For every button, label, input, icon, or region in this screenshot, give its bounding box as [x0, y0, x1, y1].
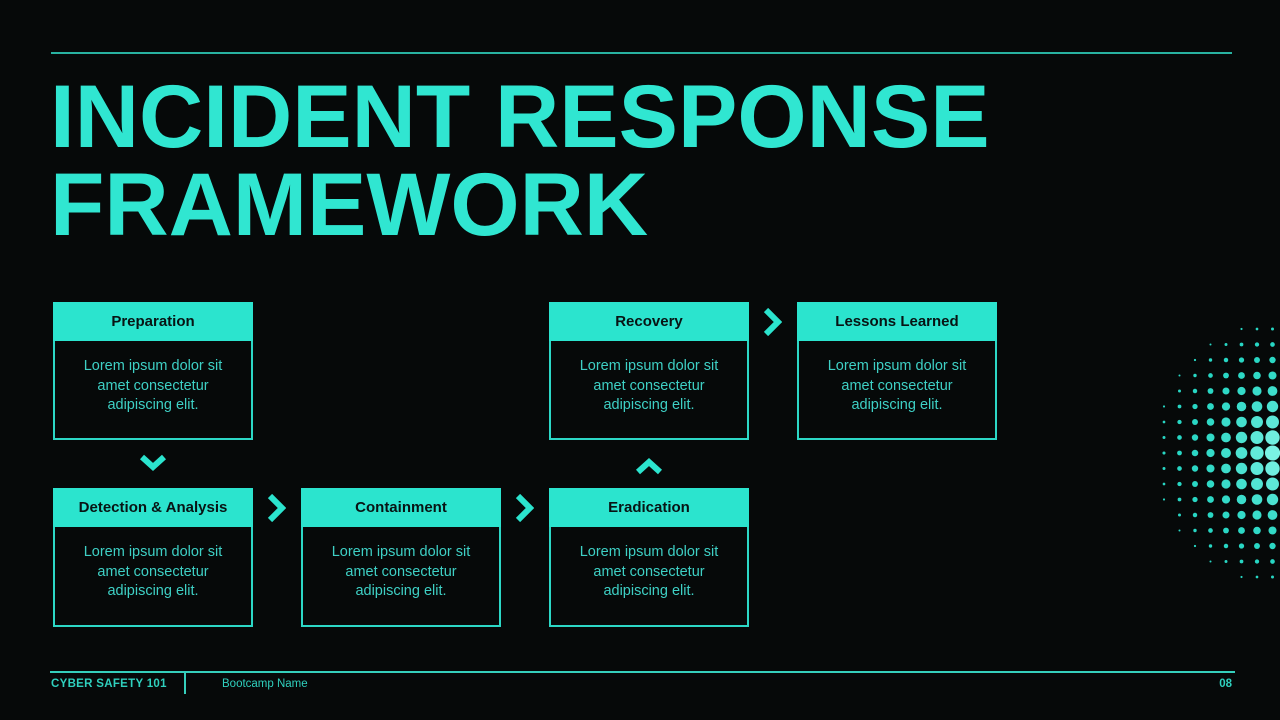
step-header: Lessons Learned [797, 302, 997, 341]
arrow-right-icon [515, 494, 534, 522]
step-label: Lessons Learned [835, 313, 959, 330]
arrow-up-icon [635, 457, 663, 475]
top-rule [51, 52, 1232, 54]
step-body-text: Lorem ipsum dolor sit amet consectetur a… [53, 527, 253, 627]
page-number: 08 [1219, 678, 1232, 690]
footer-program-label: Bootcamp Name [222, 678, 308, 690]
footer-divider [184, 671, 186, 694]
step-header: Recovery [549, 302, 749, 341]
step-preparation: Preparation Lorem ipsum dolor sit amet c… [53, 302, 253, 440]
step-header: Eradication [549, 488, 749, 527]
step-header: Preparation [53, 302, 253, 341]
footer-course-label: CYBER SAFETY 101 [51, 678, 167, 690]
step-header: Containment [301, 488, 501, 527]
arrow-right-icon [267, 494, 286, 522]
step-body-text: Lorem ipsum dolor sit amet consectetur a… [301, 527, 501, 627]
step-label: Recovery [615, 313, 683, 330]
arrow-down-icon [139, 454, 167, 472]
footer-rule [50, 671, 1235, 673]
step-body-text: Lorem ipsum dolor sit amet consectetur a… [53, 341, 253, 440]
step-body-text: Lorem ipsum dolor sit amet consectetur a… [797, 341, 997, 440]
arrow-right-icon [763, 308, 782, 336]
step-lessons-learned: Lessons Learned Lorem ipsum dolor sit am… [797, 302, 997, 440]
step-eradication: Eradication Lorem ipsum dolor sit amet c… [549, 488, 749, 627]
step-label: Containment [355, 499, 447, 516]
halftone-pattern [1162, 327, 1280, 579]
step-label: Eradication [608, 499, 690, 516]
step-recovery: Recovery Lorem ipsum dolor sit amet cons… [549, 302, 749, 440]
slide-title: INCIDENT RESPONSE FRAMEWORK [50, 66, 990, 254]
step-header: Detection & Analysis [53, 488, 253, 527]
step-label: Preparation [111, 313, 195, 330]
step-body-text: Lorem ipsum dolor sit amet consectetur a… [549, 527, 749, 627]
step-detection-analysis: Detection & Analysis Lorem ipsum dolor s… [53, 488, 253, 627]
step-containment: Containment Lorem ipsum dolor sit amet c… [301, 488, 501, 627]
step-body-text: Lorem ipsum dolor sit amet consectetur a… [549, 341, 749, 440]
step-label: Detection & Analysis [78, 499, 228, 516]
